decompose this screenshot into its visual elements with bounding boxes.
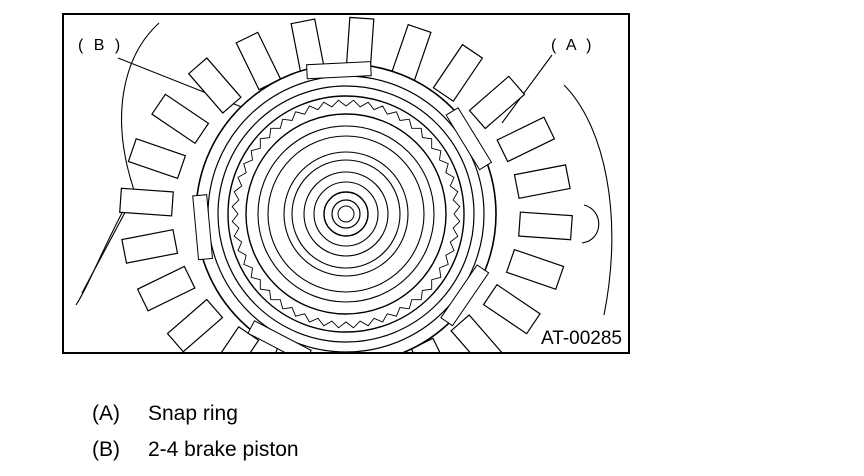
clutch-tooth	[450, 314, 505, 352]
clutch-tooth	[127, 138, 187, 180]
legend: (A) Snap ring (B) 2-4 brake piston	[92, 396, 299, 468]
clutch-tooth	[136, 265, 196, 312]
legend-key: (B)	[92, 438, 120, 461]
clutch-tooth	[496, 116, 556, 163]
legend-label: Snap ring	[148, 402, 238, 425]
gear-outline	[231, 99, 461, 329]
snap-ring-segments	[192, 61, 493, 352]
snap-ring-segment	[440, 264, 490, 327]
clutch-tooth	[151, 93, 210, 145]
inner-gear-teeth	[231, 99, 461, 329]
legend-item-a: (A) Snap ring	[92, 396, 299, 432]
clutch-tooth	[121, 228, 179, 264]
clutch-tooth	[482, 283, 541, 335]
clutch-tooth	[505, 248, 565, 290]
diagram-frame: ( B ) ( A ) AT-00285	[62, 13, 630, 354]
snap-ring-segment	[306, 61, 372, 80]
snap-ring-segment	[247, 320, 312, 352]
clutch-tooth	[235, 31, 282, 91]
legend-item-b: (B) 2-4 brake piston	[92, 432, 299, 468]
clutch-tooth	[432, 43, 484, 102]
clutch-tooth	[166, 298, 224, 352]
callout-b-label: ( B )	[78, 37, 124, 54]
clutch-tooth	[518, 211, 573, 241]
brake-assembly-drawing	[75, 16, 613, 352]
callout-a-label: ( A )	[551, 37, 595, 54]
figure-id: AT-00285	[541, 328, 622, 349]
snap-ring-segment	[192, 194, 214, 261]
clutch-plate-teeth	[119, 16, 573, 352]
snap-ring-segment	[445, 107, 493, 171]
legend-key: (A)	[92, 402, 120, 425]
legend-label: 2-4 brake piston	[148, 438, 299, 461]
clutch-tooth	[513, 164, 571, 200]
clutch-tooth	[468, 75, 526, 130]
clutch-tooth	[119, 187, 174, 217]
clutch-tooth	[187, 57, 242, 114]
